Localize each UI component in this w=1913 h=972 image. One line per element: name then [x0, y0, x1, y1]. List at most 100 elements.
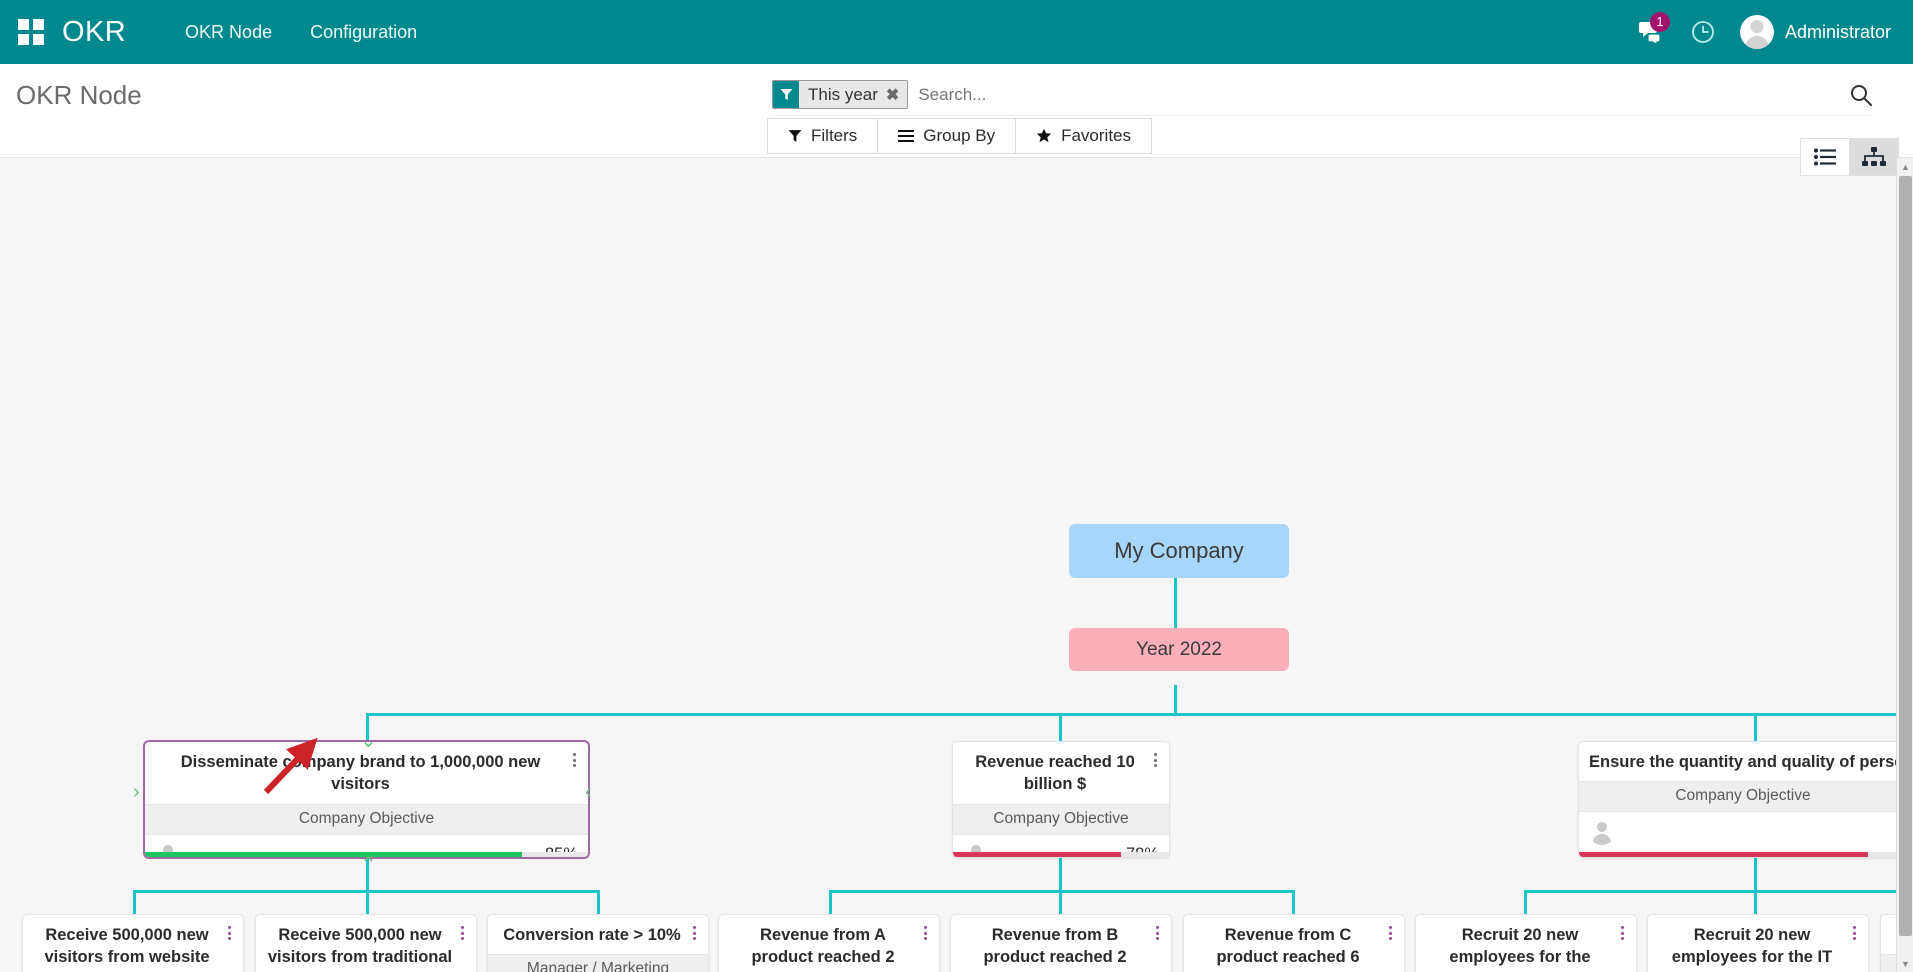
- card-title-text: Disseminate company brand to 1,000,000 n…: [180, 753, 541, 794]
- brand-logo[interactable]: OKR: [62, 15, 127, 48]
- card-title-text: Ensure the quantity and quality of perso…: [1589, 753, 1896, 771]
- card-menu-icon[interactable]: [1150, 924, 1164, 942]
- node-year-2022[interactable]: Year 2022: [1069, 628, 1289, 671]
- group-by-label: Group By: [923, 126, 996, 145]
- collapse-up-chevron-objective-1[interactable]: ⌄: [360, 730, 377, 752]
- connector-obj3-bus: [1524, 890, 1896, 893]
- navbar-right-group: 1 Administrator: [1628, 0, 1913, 64]
- card-menu-icon[interactable]: [222, 924, 236, 942]
- user-name-label: Administrator: [1784, 21, 1891, 42]
- filters-label: Filters: [811, 126, 858, 145]
- connector-obj2-down: [1059, 858, 1062, 890]
- card-title: Revenue from A product reached 2 billion…: [719, 915, 939, 972]
- favorites-button[interactable]: Favorites: [1015, 118, 1153, 154]
- card-key-result-4[interactable]: Revenue from A product reached 2 billion…: [718, 914, 940, 972]
- card-title-text: Revenue from B product reached 2 billion…: [983, 926, 1127, 972]
- connector-company-year: [1174, 578, 1177, 628]
- node-year-2022-label: Year 2022: [1136, 638, 1222, 660]
- card-menu-icon[interactable]: [1615, 924, 1629, 942]
- scroll-down-arrow[interactable]: ▼: [1901, 958, 1910, 969]
- card-key-result-1[interactable]: Receive 500,000 new visitors from websit…: [22, 914, 244, 972]
- apps-menu-button[interactable]: [0, 19, 62, 45]
- expand-left-chevron-objective-1[interactable]: ›: [133, 781, 140, 803]
- scrollbar-thumb[interactable]: [1899, 176, 1912, 936]
- org-chart-canvas[interactable]: My Company Year 2022 Disseminate company…: [0, 158, 1896, 972]
- card-title-text: Receive 500,000 new visitors from websit…: [44, 926, 210, 972]
- search-icon: [1851, 84, 1872, 106]
- card-menu-icon[interactable]: [567, 751, 581, 769]
- avatar: [1739, 15, 1774, 49]
- control-panel: OKR Node This year ✖ Filters: [0, 64, 1913, 158]
- activity-button[interactable]: [1680, 0, 1726, 64]
- card-title-text: Revenue from A product reached 2 billion…: [751, 926, 895, 972]
- connector-obj1-kr2: [366, 890, 369, 914]
- connector-objectives-bus: [366, 713, 1896, 716]
- card-key-result-6[interactable]: Revenue from C product reached 6 billion…: [1183, 914, 1405, 972]
- card-subtitle: Company Objective: [953, 803, 1169, 835]
- card-title-text: Conversion rate > 10%: [503, 926, 681, 944]
- collapse-down-chevron-objective-1[interactable]: ⌃: [360, 854, 377, 876]
- org-chart-inner: My Company Year 2022 Disseminate company…: [0, 158, 1896, 972]
- card-title-text: Revenue reached 10 billion $: [975, 753, 1135, 794]
- hamburger-icon: [898, 130, 915, 142]
- card-menu-icon[interactable]: [455, 924, 469, 942]
- card-objective-1[interactable]: Disseminate company brand to 1,000,000 n…: [144, 741, 589, 858]
- messages-button[interactable]: 1: [1628, 0, 1674, 64]
- card-subtitle: Company Objective: [1579, 781, 1896, 813]
- card-menu-icon[interactable]: [918, 924, 932, 942]
- card-menu-icon[interactable]: [1148, 751, 1162, 769]
- card-objective-2[interactable]: Revenue reached 10 billion $ Company Obj…: [952, 741, 1170, 858]
- card-subtitle: Manager / Marketing: [488, 954, 708, 972]
- group-by-button[interactable]: Group By: [877, 118, 1017, 154]
- page-title: OKR Node: [16, 80, 142, 110]
- messages-badge: 1: [1649, 12, 1670, 32]
- node-my-company-label: My Company: [1114, 538, 1244, 563]
- org-chart-view-button[interactable]: [1849, 138, 1899, 176]
- card-title: Revenue from C product reached 6 billion…: [1184, 915, 1404, 972]
- card-subtitle: Company Objective: [145, 803, 588, 835]
- star-icon: [1036, 128, 1052, 143]
- search-facet-this-year[interactable]: This year ✖: [772, 80, 909, 109]
- nav-item-configuration[interactable]: Configuration: [310, 21, 418, 42]
- nav-item-okr-node[interactable]: OKR Node: [185, 21, 273, 42]
- list-view-button[interactable]: [1800, 138, 1850, 176]
- progress-percent: 85%: [545, 845, 578, 857]
- card-menu-icon[interactable]: [687, 924, 701, 942]
- card-menu-icon[interactable]: [1383, 924, 1397, 942]
- node-my-company[interactable]: My Company: [1069, 524, 1289, 578]
- card-footer: [1579, 812, 1896, 854]
- card-title-text: Receive 500,000 new visitors from tradit…: [267, 926, 453, 972]
- card-key-result-3[interactable]: Conversion rate > 10% Manager / Marketin…: [487, 914, 709, 972]
- expand-right-chevron-objective-1[interactable]: ‹: [585, 781, 592, 803]
- card-key-result-5[interactable]: Revenue from B product reached 2 billion…: [950, 914, 1172, 972]
- favorites-label: Favorites: [1061, 126, 1132, 145]
- progress-percent: 78%: [1126, 845, 1159, 857]
- card-footer: 85%: [145, 835, 588, 857]
- search-buttons: Filters Group By Favorites: [767, 118, 1153, 154]
- connector-drop-objective-1: [366, 713, 369, 741]
- facet-remove-icon[interactable]: ✖: [885, 86, 900, 104]
- connector-obj2-kr2: [1059, 890, 1062, 914]
- vertical-scrollbar[interactable]: ▲ ▼: [1896, 158, 1913, 972]
- connector-obj3-kr1: [1524, 890, 1527, 914]
- card-key-result-7[interactable]: Recruit 20 new employees for the Sales d…: [1415, 914, 1637, 972]
- view-switcher: [1800, 138, 1899, 176]
- card-title: Receive 500,000 new visitors from tradit…: [256, 915, 476, 972]
- card-objective-3[interactable]: Ensure the quantity and quality of perso…: [1578, 741, 1896, 858]
- filter-icon: [773, 81, 799, 108]
- facet-label: This year: [808, 84, 878, 104]
- card-key-result-2[interactable]: Receive 500,000 new visitors from tradit…: [255, 914, 477, 972]
- connector-obj2-kr1: [829, 890, 832, 914]
- progress-bar: [953, 852, 1169, 857]
- scroll-up-arrow[interactable]: ▲: [1901, 161, 1910, 172]
- org-chart-icon: [1862, 147, 1886, 166]
- search-button[interactable]: [1840, 80, 1872, 109]
- card-title: Conversion rate > 10%: [488, 915, 708, 954]
- card-key-result-partial[interactable]: [1880, 914, 1896, 972]
- filters-button[interactable]: Filters: [767, 118, 879, 154]
- card-title: Revenue from B product reached 2 billion…: [951, 915, 1171, 972]
- search-input[interactable]: [908, 80, 1840, 109]
- user-menu[interactable]: Administrator: [1732, 0, 1891, 64]
- card-menu-icon[interactable]: [1847, 924, 1861, 942]
- card-key-result-8[interactable]: Recruit 20 new employees for the IT depa…: [1647, 914, 1869, 972]
